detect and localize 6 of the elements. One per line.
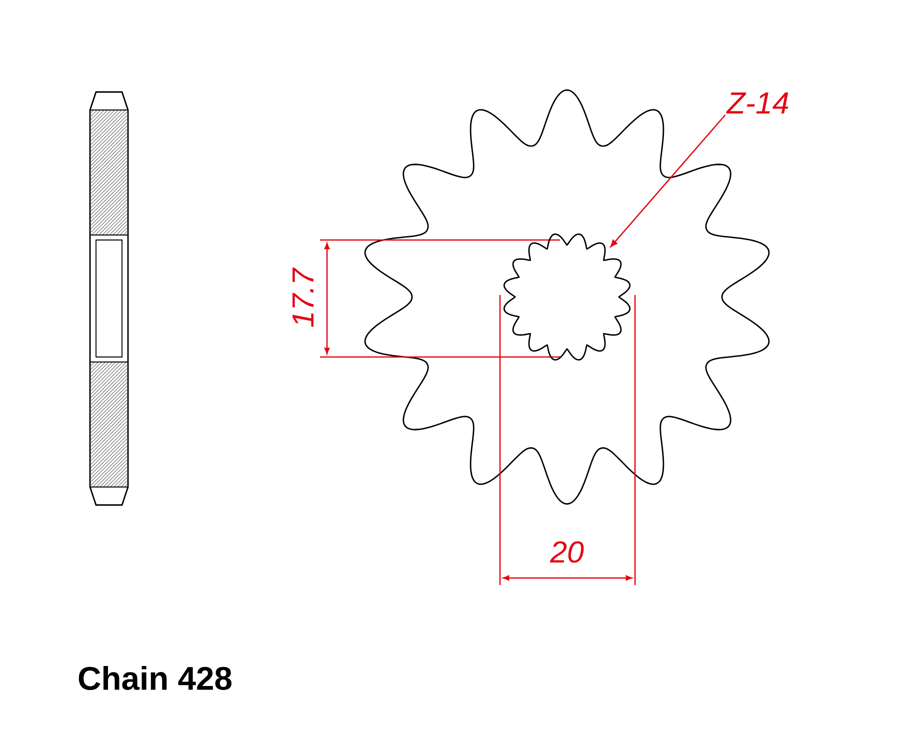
dimension-label: 17.7 <box>292 267 314 327</box>
callout-label: Z-14 <box>726 92 788 114</box>
chain-label: Chain 428 <box>78 666 232 690</box>
leader-line <box>610 114 726 248</box>
dimension-label: 20 <box>550 541 584 563</box>
spline-hole-drawing <box>503 233 631 361</box>
